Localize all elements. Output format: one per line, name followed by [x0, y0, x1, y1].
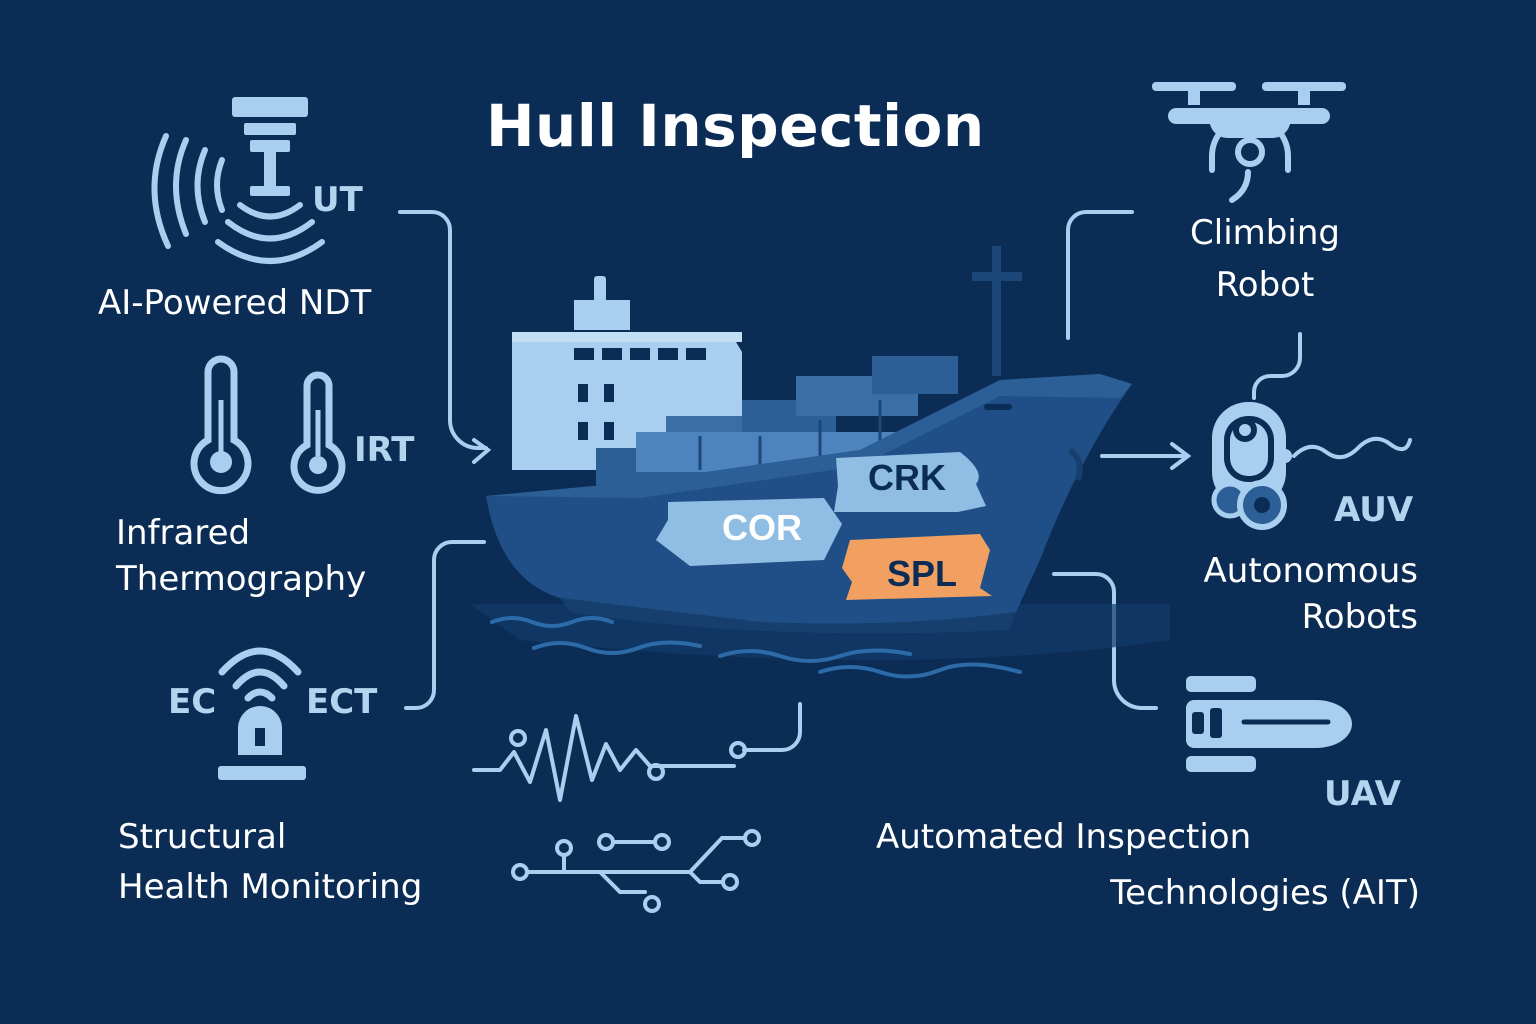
uav-abbr: UAV	[1324, 774, 1401, 814]
thermometer-small-icon	[290, 371, 346, 494]
container-ship-illustration	[470, 246, 1170, 679]
auv-label-line2: Robots	[1301, 597, 1418, 637]
climbing-label-line1: Climbing	[1190, 213, 1340, 253]
defect-label-crk: CRK	[868, 457, 946, 498]
climbing-label-line2: Robot	[1215, 265, 1315, 305]
climbing-robot-icon	[1211, 402, 1292, 530]
auv-abbr: AUV	[1334, 490, 1414, 530]
ndt-abbr: UT	[312, 180, 363, 220]
ndt-label: AI-Powered NDT	[98, 283, 372, 323]
defect-label-spl: SPL	[887, 553, 957, 594]
connector-lines-right	[1052, 210, 1412, 710]
ultrasonic-probe-icon	[151, 97, 325, 264]
defect-corrosion-patch	[656, 498, 842, 566]
defect-label-cor: COR	[722, 507, 802, 548]
waveform-signal-icon	[472, 714, 747, 802]
defect-spall-patch	[842, 534, 992, 600]
ec-abbr: EC	[168, 682, 217, 722]
defect-crack-patch	[834, 452, 986, 512]
circuit-traces-icon	[511, 829, 761, 913]
irt-label-line2: Thermography	[116, 559, 367, 599]
uav-label-line1: Automated Inspection	[876, 817, 1252, 857]
shm-label-line1: Structural	[118, 817, 287, 857]
irt-abbr: IRT	[354, 430, 415, 470]
underwater-vehicle-icon	[1186, 676, 1352, 772]
auv-label-line1: Autonomous	[1203, 551, 1418, 591]
drone-icon	[1152, 82, 1346, 203]
thermometer-large-icon	[190, 355, 252, 495]
eddy-current-beacon-icon	[218, 647, 306, 780]
connector-lines-left	[398, 210, 802, 752]
page-title: Hull Inspection	[486, 92, 985, 160]
irt-label-line1: Infrared	[116, 513, 251, 553]
shm-label-line2: Health Monitoring	[118, 867, 423, 907]
ect-abbr: ECT	[306, 682, 378, 722]
uav-label-line2: Technologies (AIT)	[1110, 873, 1420, 913]
